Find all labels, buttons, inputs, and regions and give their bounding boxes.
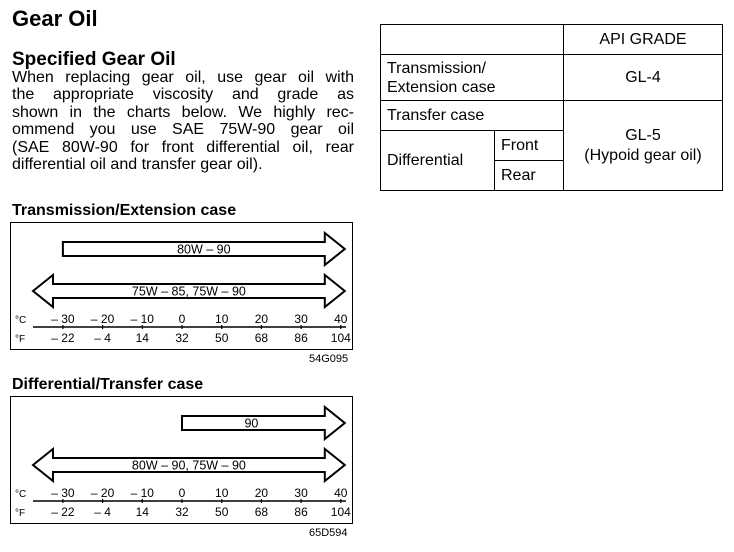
celsius-tick-label: 30 (294, 486, 308, 500)
table-header-api-grade: API GRADE (563, 24, 723, 55)
grade-gl5-cell: GL-5 (Hypoid gear oil) (563, 100, 723, 191)
row-sublabel-front: Front (494, 130, 564, 161)
chart-heading-differential: Differential/Transfer case (12, 376, 204, 393)
grade-gl5: GL-5 (625, 126, 661, 144)
fahrenheit-tick-label: – 4 (94, 505, 111, 519)
section-subtitle: Specified Gear Oil (12, 49, 176, 70)
viscosity-grade-label: 80W – 90 (177, 243, 231, 257)
fahrenheit-tick-label: 68 (255, 331, 269, 345)
fahrenheit-tick-label: 104 (331, 331, 351, 345)
viscosity-range-arrow (181, 404, 347, 442)
paragraph-line: When replacing gear oil, use gear oil wi… (12, 69, 354, 86)
fahrenheit-tick-label: 50 (215, 331, 229, 345)
row-sublabel-rear: Rear (494, 160, 564, 191)
fahrenheit-tick-label: – 4 (94, 331, 111, 345)
figure-code: 54G095 (309, 353, 349, 365)
celsius-tick-label: 20 (255, 312, 269, 326)
viscosity-chart-svg: 90 80W – 90, 75W – 90 °C – 30 – 20 – 10 0 10 20 3… (15, 404, 351, 519)
paragraph-line: the appropriate viscosity and grade as (12, 86, 354, 104)
paragraph-line: shown in the charts below. We highly rec… (12, 103, 354, 121)
celsius-tick-label: – 20 (91, 486, 115, 500)
viscosity-grade-label: 80W – 90, 75W – 90 (132, 459, 246, 473)
fahrenheit-unit-label: °F (15, 508, 25, 519)
grade-gl5-note: (Hypoid gear oil) (584, 146, 702, 164)
fahrenheit-tick-label: – 22 (51, 505, 75, 519)
grade-gl4: GL-4 (563, 54, 723, 101)
intro-paragraph: When replacing gear oil, use gear oil wi… (12, 69, 354, 173)
api-grade-table: API GRADE Transmission/ Extension case G… (380, 24, 723, 191)
figure-code: 65D594 (309, 527, 348, 539)
fahrenheit-tick-label: 32 (175, 505, 189, 519)
celsius-tick-label: – 10 (131, 486, 155, 500)
viscosity-range-arrow (31, 272, 347, 310)
fahrenheit-tick-label: 86 (294, 331, 308, 345)
celsius-tick-label: – 20 (91, 312, 115, 326)
viscosity-grade-label: 90 (244, 417, 258, 431)
viscosity-chart-differential: 90 80W – 90, 75W – 90 °C – 30 – 20 – 10 0 10 20 3… (10, 396, 353, 524)
fahrenheit-tick-label: 104 (331, 505, 351, 519)
viscosity-chart-transmission: 80W – 90 75W – 85, 75W – 90 °C – 30 – 20 – 10… (10, 222, 353, 350)
table-row: API GRADE (380, 24, 723, 55)
paragraph-line: (SAE 80W-90 for front differential oil, … (12, 138, 354, 156)
page-title: Gear Oil (12, 6, 98, 31)
celsius-tick-label: – 30 (51, 312, 75, 326)
celsius-tick-label: 40 (334, 486, 348, 500)
celsius-tick-label: 30 (294, 312, 308, 326)
row-label-differential: Differential (380, 130, 495, 191)
viscosity-grade-label: 75W – 85, 75W – 90 (132, 285, 246, 299)
celsius-tick-label: 0 (179, 312, 186, 326)
celsius-tick-label: – 30 (51, 486, 75, 500)
celsius-tick-label: 20 (255, 486, 269, 500)
fahrenheit-tick-label: – 22 (51, 331, 75, 345)
viscosity-range-arrow (61, 230, 347, 268)
celsius-tick-label: 40 (334, 312, 348, 326)
row-label-transfer: Transfer case (380, 100, 564, 131)
celsius-tick-label: 0 (179, 486, 186, 500)
celsius-unit-label: °C (15, 489, 26, 500)
fahrenheit-tick-label: 14 (136, 331, 150, 345)
fahrenheit-tick-label: 68 (255, 505, 269, 519)
fahrenheit-tick-label: 86 (294, 505, 308, 519)
row-label-transmission: Transmission/ Extension case (380, 54, 564, 101)
viscosity-range-arrow (31, 446, 347, 484)
celsius-tick-label: 10 (215, 486, 229, 500)
table-row: Transfer case GL-5 (Hypoid gear oil) (380, 100, 723, 191)
celsius-unit-label: °C (15, 315, 26, 326)
viscosity-chart-svg: 80W – 90 75W – 85, 75W – 90 °C – 30 – 20 – 10… (15, 230, 351, 345)
fahrenheit-tick-label: 32 (175, 331, 189, 345)
table-row: Rear (381, 160, 723, 191)
fahrenheit-tick-label: 50 (215, 505, 229, 519)
chart-heading-transmission: Transmission/Extension case (12, 202, 237, 219)
table-row: Transmission/ Extension case GL-4 (380, 54, 723, 101)
fahrenheit-unit-label: °F (15, 334, 25, 345)
table-corner-cell (380, 24, 564, 55)
celsius-tick-label: 10 (215, 312, 229, 326)
celsius-tick-label: – 10 (131, 312, 155, 326)
paragraph-line: differential oil and transfer gear oil). (12, 156, 263, 174)
paragraph-line: ommend you use SAE 75W-90 gear oil (12, 121, 354, 139)
fahrenheit-tick-label: 14 (136, 505, 150, 519)
